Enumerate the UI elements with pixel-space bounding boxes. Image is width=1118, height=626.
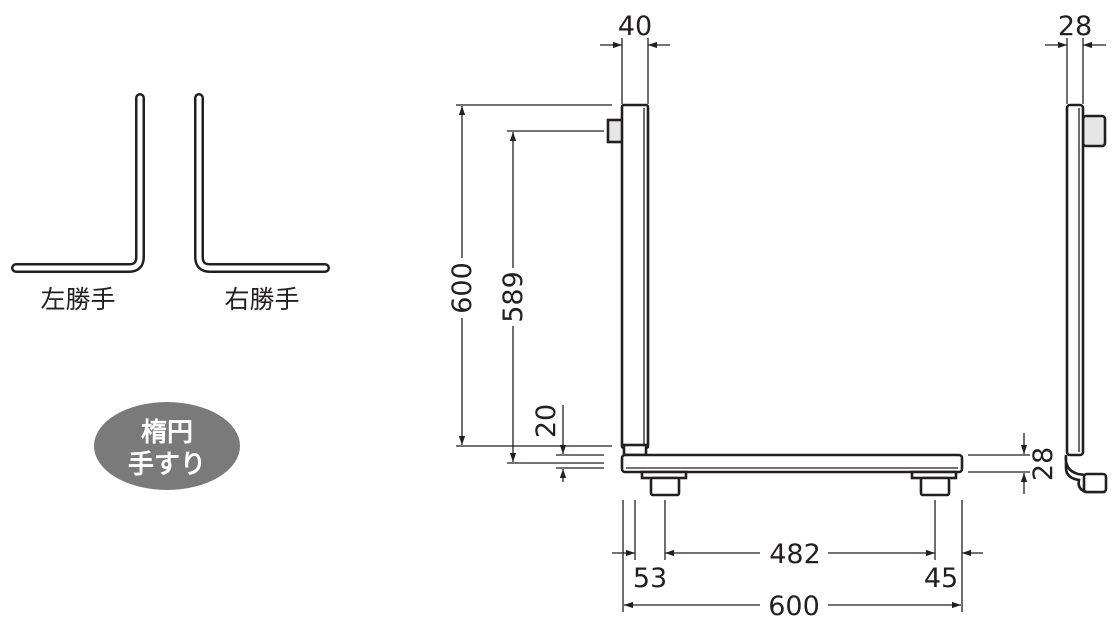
dim-bracket-height-label: 589 (498, 271, 529, 323)
side-post (1065, 103, 1085, 457)
dim-post-width-label: 40 (618, 11, 652, 42)
ellipse-handrail-badge: 楕円 手すり (94, 402, 240, 490)
dim-right-margin-label: 45 (924, 563, 958, 594)
left-floor-bracket (649, 476, 681, 497)
right-hand-shape (194, 93, 330, 273)
right-floor-bracket (919, 476, 951, 497)
dim-total-length-label: 600 (768, 591, 820, 622)
dim-base-thickness-label: 28 (1028, 447, 1059, 481)
dim-bracket-height: 589 (498, 130, 604, 464)
dim-left-margin-label: 53 (633, 563, 667, 594)
side-floor-mount (1082, 472, 1108, 494)
badge-line1: 楕円 (141, 418, 193, 448)
side-bracket (1081, 114, 1107, 148)
post-foot (622, 443, 648, 457)
dim-side-depth: 28 (1045, 11, 1106, 104)
left-hand-shape (11, 93, 145, 273)
dim-bottom-offset-label: 20 (531, 404, 562, 438)
front-view (606, 103, 964, 497)
dim-total-height-label: 600 (447, 262, 478, 314)
horizontal-bar (620, 453, 964, 474)
dim-post-width: 40 (600, 11, 670, 104)
dim-bracket-span-label: 482 (769, 539, 821, 570)
badge-line2: 手すり (128, 450, 206, 480)
dim-base-thickness: 28 (968, 433, 1059, 494)
dim-side-depth-label: 28 (1058, 11, 1092, 42)
right-hand-label: 右勝手 (224, 285, 299, 314)
dim-bottom-offset: 20 (531, 404, 604, 482)
dim-total-length: 600 (624, 591, 961, 622)
dim-spans: 482 53 45 (612, 539, 983, 594)
left-hand-label: 左勝手 (40, 285, 115, 314)
side-view (1064, 103, 1108, 494)
badge-background (94, 402, 240, 490)
dim-total-height: 600 (447, 104, 612, 447)
